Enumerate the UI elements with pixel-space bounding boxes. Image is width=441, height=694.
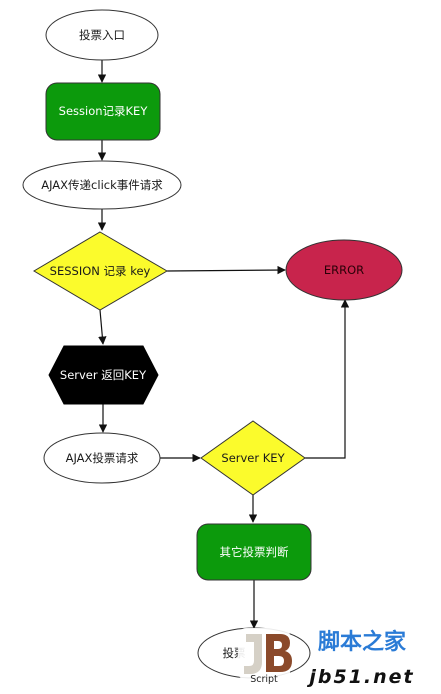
- watermark-logo: Script: [238, 628, 292, 685]
- node-server-return-key: Server 返回KEY: [48, 345, 159, 405]
- node-ajax-vote-request: AJAX投票请求: [43, 432, 161, 484]
- node-error: ERROR: [285, 239, 403, 301]
- arrow-server-check-to-error: [305, 299, 350, 459]
- node-vote-entry: 投票入口: [45, 9, 159, 61]
- watermark-site-cn: 脚本之家: [318, 629, 407, 655]
- watermark-logo-sub: Script: [250, 674, 278, 685]
- node-other-vote-check-label: 其它投票判断: [220, 545, 289, 559]
- node-server-key-check-label: Server KEY: [221, 451, 285, 465]
- node-error-label: ERROR: [324, 263, 364, 277]
- watermark-site: 脚本之家 jb51.net: [306, 629, 414, 688]
- node-other-vote-check: 其它投票判断: [196, 523, 312, 581]
- node-session-record-key: Session记录KEY: [45, 82, 161, 141]
- node-ajax-click-request: AJAX传递click事件请求: [22, 160, 182, 210]
- node-server-return-key-label: Server 返回KEY: [60, 368, 147, 382]
- node-session-record-key-label: Session记录KEY: [59, 104, 149, 118]
- node-ajax-vote-request-label: AJAX投票请求: [66, 451, 139, 465]
- arrow-check-to-error: [166, 265, 286, 275]
- arrow-check-to-server-key: [98, 309, 107, 345]
- node-ajax-click-request-label: AJAX传递click事件请求: [41, 178, 163, 192]
- connectors: [97, 60, 350, 629]
- node-server-key-check: Server KEY: [200, 420, 306, 496]
- node-vote-entry-label: 投票入口: [79, 28, 125, 42]
- node-session-key-check: SESSION 记录 key: [33, 231, 168, 311]
- watermark-site-url: jb51.net: [306, 666, 414, 688]
- node-session-key-check-label: SESSION 记录 key: [50, 264, 151, 278]
